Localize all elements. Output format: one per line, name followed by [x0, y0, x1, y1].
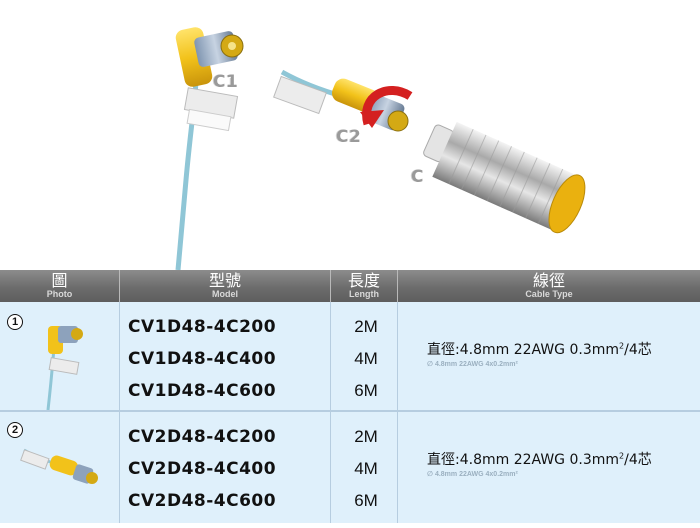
header-model-zh: 型號 — [208, 271, 241, 290]
row1-spec-tail: /4芯 — [624, 342, 652, 358]
header-photo-zh: 圖 — [51, 271, 68, 290]
row1-model-1: CV1D48-4C200 — [128, 317, 277, 337]
row1-photo — [46, 326, 83, 411]
row2-number-badge: 2 — [7, 422, 23, 438]
row1-model-cell — [120, 302, 331, 410]
row1-length-2: 4M — [354, 349, 378, 368]
row2-cable-spec: 直徑:4.8mm 22AWG 0.3mm2/4芯 — [427, 449, 652, 469]
header-cable-type: 線徑 Cable Type — [398, 270, 700, 302]
row1-model-3: CV1D48-4C600 — [128, 381, 277, 401]
row1-cable-cell — [398, 302, 700, 410]
row1-length-1: 2M — [354, 317, 378, 336]
header-length-en: Length — [349, 289, 379, 299]
header-cable-zh: 線徑 — [532, 271, 565, 290]
row2-spec-main: 直徑:4.8mm 22AWG 0.3mm — [427, 452, 620, 468]
header-photo-en: Photo — [46, 289, 73, 299]
header-cable-en: Cable Type — [525, 289, 573, 299]
row2-length-1: 2M — [354, 427, 378, 446]
header-length: 長度 Length — [331, 270, 398, 302]
label-c1: C1 — [213, 72, 239, 92]
cable-spec-table: 圖 Photo 型號 Model 長度 Length 線徑 Cable Type — [0, 270, 700, 523]
sensor-body — [423, 121, 586, 234]
product-illustration: C1 C2 C — [175, 27, 586, 271]
c1-connector — [175, 27, 244, 271]
c2-connector — [273, 69, 413, 132]
row2-length-3: 6M — [354, 491, 378, 510]
row2-spec-sup: 2 — [619, 451, 625, 461]
row2-length-cell — [331, 412, 398, 523]
row1-cable-spec-small: ∅ 4.8mm 22AWG 4x0.2mm² — [427, 361, 518, 368]
header-model: 型號 Model — [120, 270, 331, 302]
row-divider — [0, 410, 700, 412]
row2-spec-tail: /4芯 — [624, 452, 652, 468]
row1-spec-main: 直徑:4.8mm 22AWG 0.3mm — [427, 342, 620, 358]
row1-model-2: CV1D48-4C400 — [128, 349, 277, 369]
row2-model-1: CV2D48-4C200 — [128, 427, 277, 447]
row1-spec-sup: 2 — [619, 341, 625, 351]
row2-model-cell — [120, 412, 331, 523]
label-c: C — [411, 167, 424, 187]
row1-cable-spec: 直徑:4.8mm 22AWG 0.3mm2/4芯 — [427, 339, 652, 359]
header-length-zh: 長度 — [347, 271, 380, 290]
row2-model-3: CV2D48-4C600 — [128, 491, 277, 511]
row1-number-badge: 1 — [7, 314, 23, 330]
row2-model-2: CV2D48-4C400 — [128, 459, 277, 479]
row1-length-3: 6M — [354, 381, 378, 400]
row1-length-cell — [331, 302, 398, 410]
row2-cable-spec-small: ∅ 4.8mm 22AWG 4x0.2mm² — [427, 471, 518, 478]
row2-cable-cell — [398, 412, 700, 523]
connector-graphic — [175, 27, 586, 271]
header-model-en: Model — [212, 289, 238, 299]
label-c2: C2 — [336, 127, 362, 147]
row2-photo — [20, 448, 98, 484]
row2-length-2: 4M — [354, 459, 378, 478]
header-photo: 圖 Photo — [0, 270, 120, 302]
